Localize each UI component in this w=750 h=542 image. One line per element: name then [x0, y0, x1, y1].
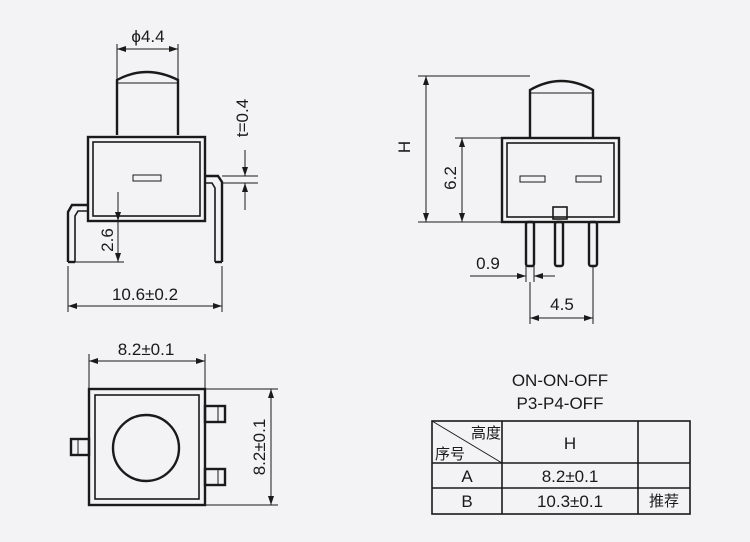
- top-width-label: 8.2±0.1: [118, 340, 175, 359]
- row-b-value: 10.3±0.1: [537, 492, 603, 511]
- body-height-label: 6.2: [441, 166, 460, 190]
- front-left-terminal-inner: [74, 210, 88, 262]
- top-body: [87, 387, 207, 507]
- top-depth-label: 8.2±0.1: [250, 419, 269, 476]
- row-a-id: A: [461, 467, 473, 486]
- header-height: 高度: [471, 425, 501, 442]
- pin-pitch-label: 4.5: [550, 295, 574, 314]
- pin-length-label: 2.6: [98, 228, 117, 252]
- side-center-tab: [552, 206, 568, 220]
- front-body-inner: [92, 141, 201, 217]
- row-b-id: B: [461, 492, 472, 511]
- front-cap-outline: [115, 70, 180, 135]
- side-pin-right: [587, 220, 599, 268]
- side-slot-right: [575, 175, 602, 183]
- side-pin-left: [524, 220, 536, 268]
- top-right-terminal-lower: [203, 467, 227, 487]
- front-left-terminal: [66, 203, 88, 262]
- front-body: [86, 135, 207, 223]
- top-cap-circle: [111, 413, 181, 483]
- side-view: H 6.2 0.9 4.5: [395, 75, 621, 324]
- thickness-label: t=0.4: [233, 99, 252, 137]
- front-slot: [132, 174, 162, 182]
- front-right-terminal: [205, 174, 224, 262]
- top-body-inner: [94, 394, 200, 500]
- side-cap-outline: [528, 79, 595, 137]
- top-right-terminal-upper: [203, 404, 227, 424]
- top-view: 8.2±0.1 8.2±0.1: [69, 340, 278, 507]
- side-pin-center: [553, 220, 565, 268]
- front-width-label: 10.6±0.2: [112, 285, 178, 304]
- header-serial: 序号: [435, 446, 465, 463]
- pin-width-label: 0.9: [476, 254, 500, 273]
- header-diagonal: [431, 420, 503, 464]
- spec-table-border: [431, 420, 691, 515]
- top-left-terminal: [69, 437, 91, 457]
- cap-diameter-label: ϕ4.4: [131, 27, 164, 46]
- header-h: H: [564, 434, 576, 453]
- side-body-inner: [506, 142, 615, 218]
- front-view: ϕ4.4 t=0.4 2.6 10.6±0.2: [66, 27, 258, 312]
- row-a-value: 8.2±0.1: [542, 467, 599, 486]
- height-label: H: [395, 141, 414, 153]
- front-right-terminal-inner: [205, 182, 216, 262]
- spec-table-block: ON-ON-OFF P3-P4-OFF 高度 序号 H A 8.2±0.1 B …: [431, 371, 691, 515]
- function-line2: P3-P4-OFF: [517, 394, 604, 413]
- row-b-note: 推荐: [649, 493, 679, 510]
- function-line1: ON-ON-OFF: [512, 371, 608, 390]
- side-slot-left: [519, 175, 546, 183]
